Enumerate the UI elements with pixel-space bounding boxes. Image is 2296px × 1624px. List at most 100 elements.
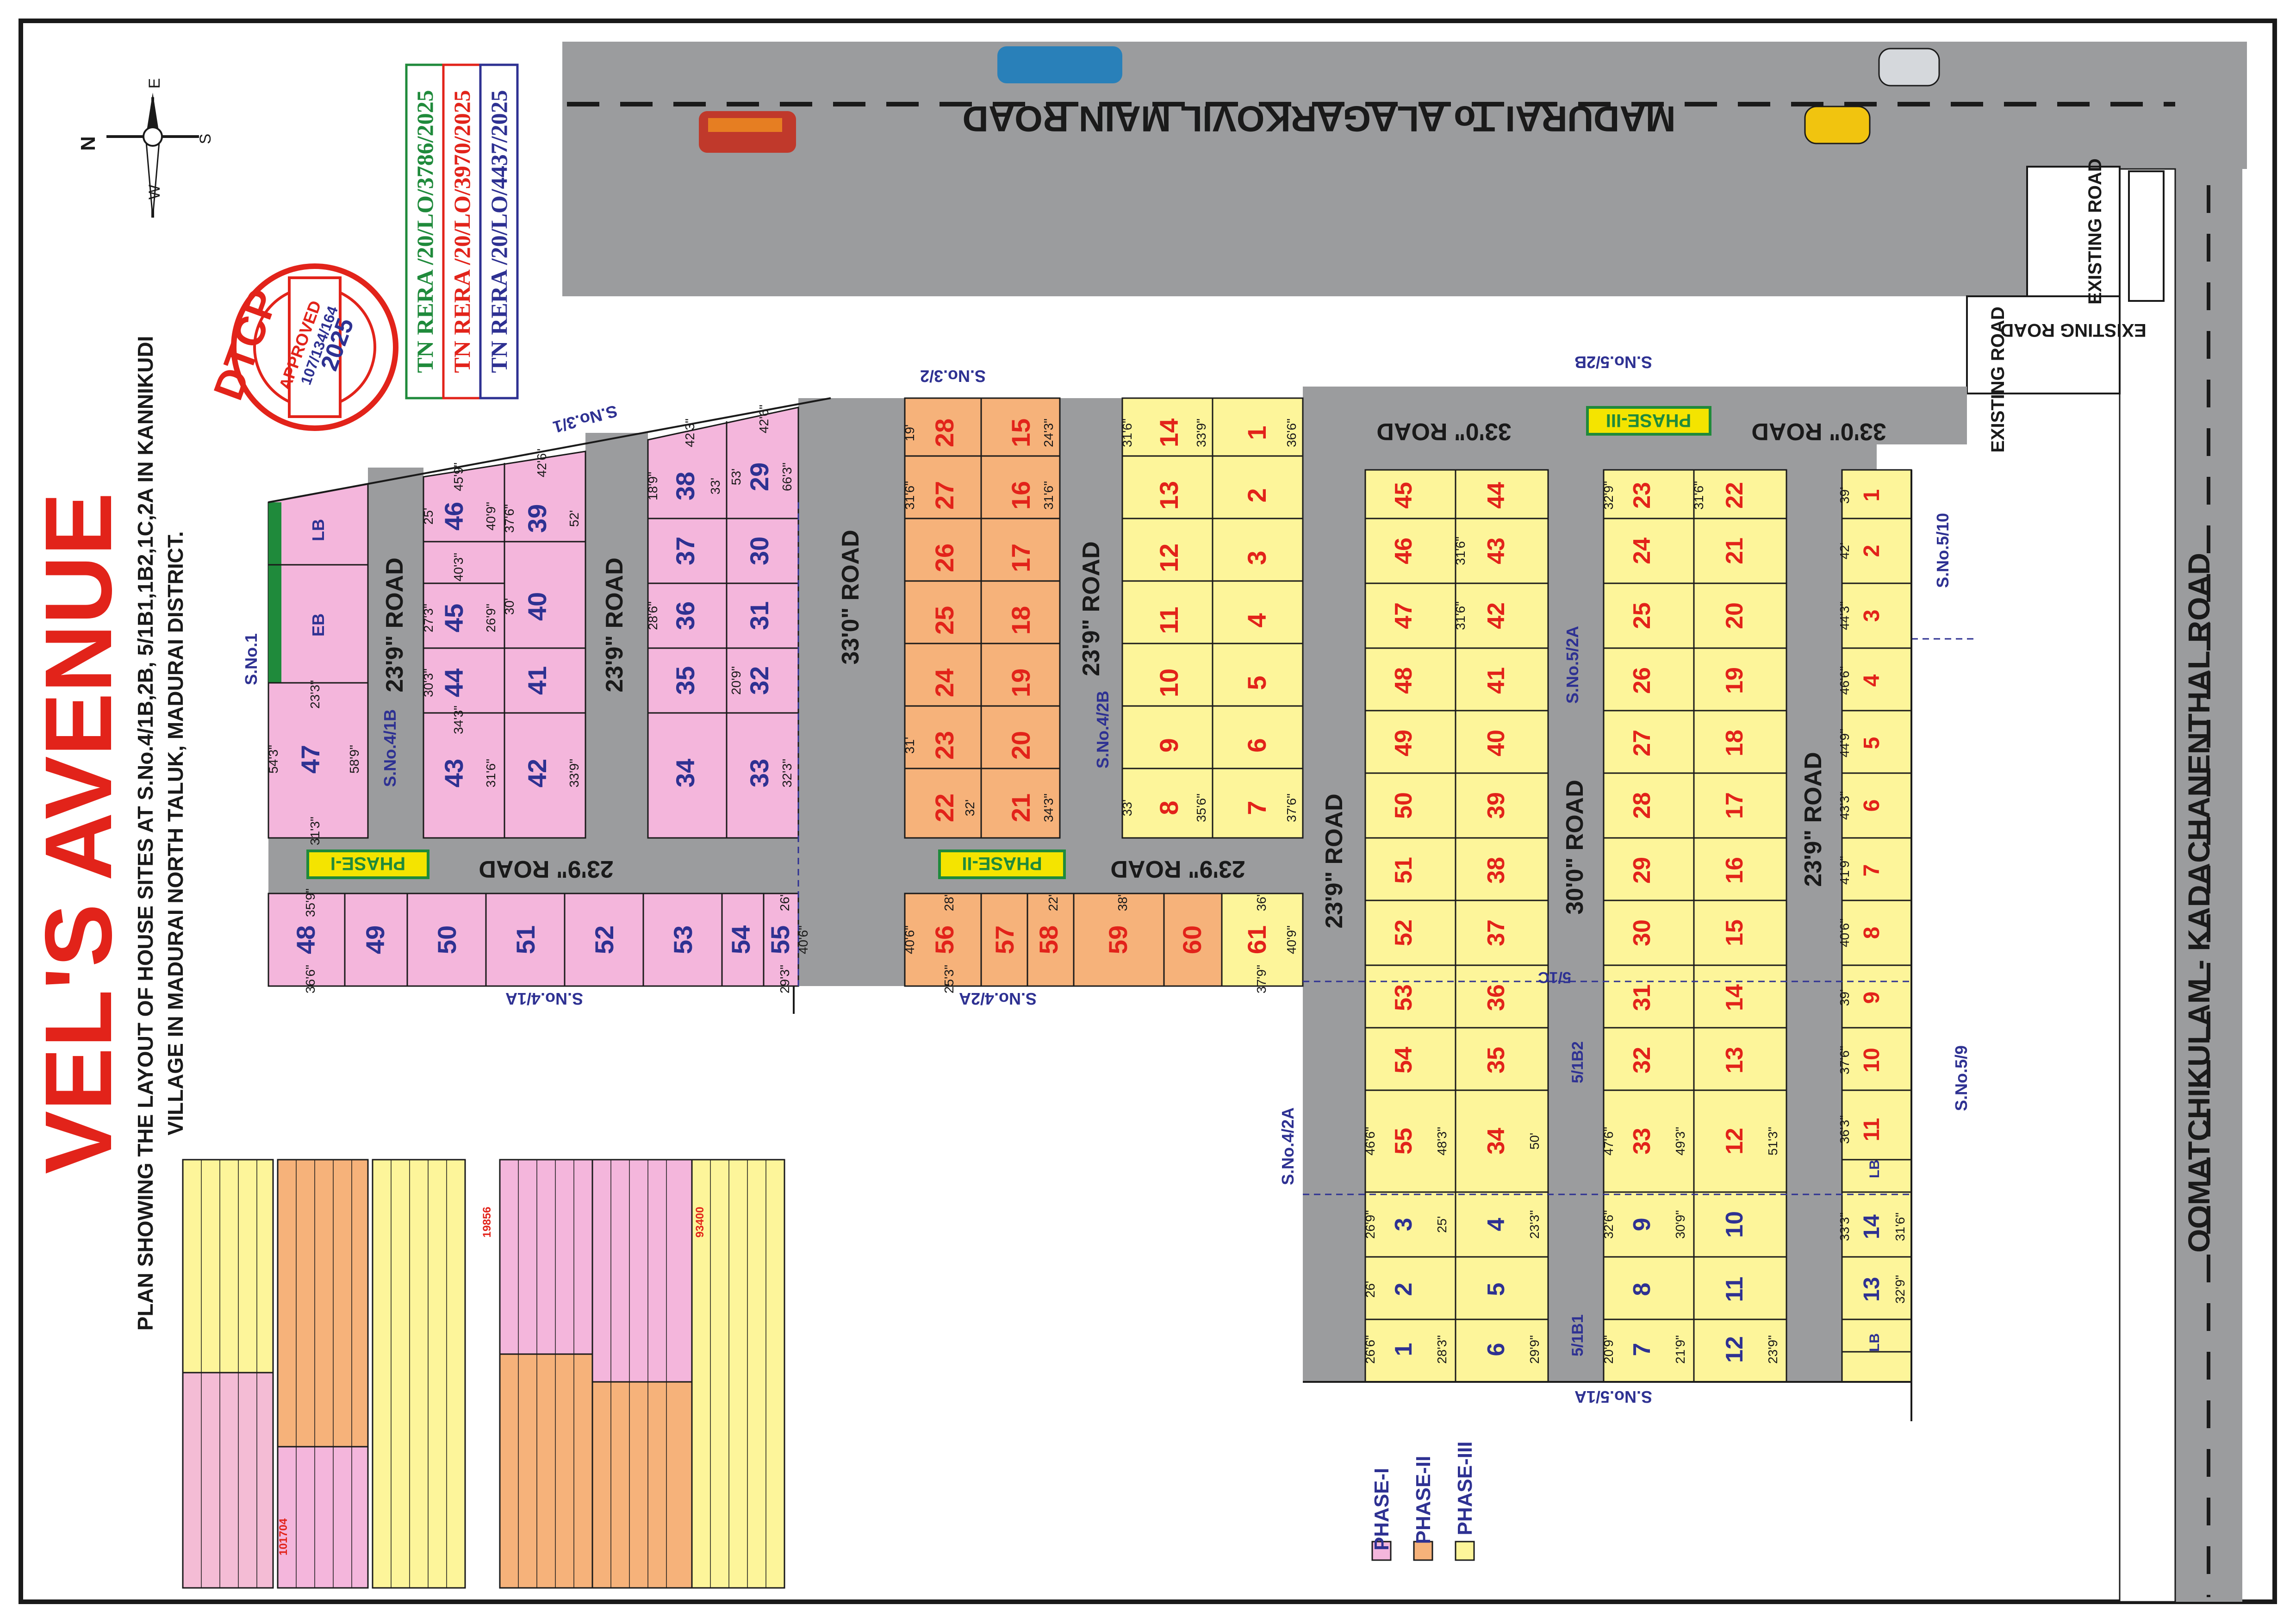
dim-c34a: 50' — [1527, 1133, 1542, 1150]
existing-road-label-2: EXISTING ROAD — [2000, 320, 2147, 340]
phase2-lines — [905, 398, 1223, 986]
dim-40a: 30' — [502, 598, 516, 615]
phase1-tag: PHASE-I — [330, 853, 405, 874]
dim-e7a: 41'9" — [1837, 856, 1852, 885]
dim-b61c: 37'9" — [1254, 965, 1269, 993]
plot-c6: 6 — [1242, 738, 1271, 752]
dim-29a: 53' — [729, 468, 743, 486]
dim-38c: 33' — [708, 478, 722, 495]
road-30-label-v: 30'0" ROAD — [1562, 780, 1588, 914]
plot-c61: 61 — [1242, 925, 1271, 954]
plot-d37: 37 — [1483, 919, 1510, 946]
dim-43a: 31'6" — [484, 759, 498, 787]
plot-59: 59 — [1103, 925, 1132, 954]
dim-46b: 25' — [421, 508, 436, 525]
plot-33: 33 — [745, 759, 774, 787]
road-239-horizontal — [268, 838, 1303, 893]
phase3-lines — [1122, 398, 1911, 1382]
legend-label-phase2: PHASE-II — [1412, 1456, 1435, 1544]
dim-47b: 58'9" — [347, 745, 361, 774]
plot-c13: 13 — [1154, 481, 1183, 510]
dim-r8a: 33' — [1120, 800, 1134, 817]
plot-46: 46 — [439, 502, 468, 531]
survey-s1b1: 5/1B1 — [1569, 1314, 1587, 1356]
plot-f7: 7 — [1860, 864, 1884, 877]
dim-47d: 31'3" — [308, 817, 322, 845]
road-239-label-6: 23'9" ROAD — [1321, 793, 1348, 928]
plot-e24: 24 — [1629, 537, 1655, 564]
road-239-v3 — [1060, 398, 1122, 838]
dim-b56c: 25'3" — [942, 965, 956, 993]
dim-46a: 45'9" — [451, 462, 466, 491]
plot-e12b: 12 — [1721, 1336, 1748, 1363]
plot-27: 27 — [930, 481, 959, 510]
plot-e33: 33 — [1629, 1128, 1655, 1155]
plot-d35: 35 — [1483, 1047, 1510, 1074]
plot-c5: 5 — [1242, 675, 1271, 690]
survey-s510: S.No.5/10 — [1933, 513, 1952, 588]
plot-19: 19 — [1006, 668, 1035, 697]
dim-c42a: 31'6" — [1453, 601, 1468, 630]
compass-s: S — [197, 134, 214, 144]
plot-e20: 20 — [1721, 602, 1748, 629]
plot-c4: 4 — [1242, 613, 1271, 627]
dimension-labels: 54'3" 58'9" 23'3" 31'3" 45'9" 25' 40'9" … — [266, 405, 1907, 1364]
plot-d45: 45 — [1390, 482, 1417, 509]
survey-s52a: S.No.5/2A — [1563, 626, 1582, 704]
plot-d36: 36 — [1483, 984, 1510, 1011]
compass-icon: N E S W — [77, 78, 214, 218]
car-icon-2 — [1804, 106, 1871, 144]
plot-20: 20 — [1006, 731, 1035, 760]
plot-c7: 7 — [1242, 800, 1271, 815]
plot-e30: 30 — [1629, 919, 1655, 946]
dim-e13a: 32'9" — [1893, 1275, 1907, 1304]
road-33-label-a: 33'0" ROAD — [1376, 418, 1511, 445]
dim-d22a: 31'6" — [1692, 481, 1706, 510]
existing-road-box — [2026, 166, 2121, 297]
survey-s1c: 5/1C — [1538, 968, 1571, 986]
plot-c9: 9 — [1154, 738, 1183, 752]
dim-q21a: 34'3" — [1041, 793, 1056, 822]
subtitle-line1: PLAN SHOWING THE LAYOUT OF HOUSE SITES A… — [133, 336, 157, 1331]
plot-17: 17 — [1006, 543, 1035, 572]
plot-55: 55 — [765, 925, 795, 954]
dim-q28a: 19' — [902, 425, 917, 442]
plot-51: 51 — [511, 925, 540, 954]
dim-38a: 18'9" — [646, 472, 660, 500]
lb-label-2: LB — [1867, 1160, 1882, 1178]
bus-icon-2 — [997, 46, 1122, 83]
road-33-label-b: 33'0" ROAD — [1751, 418, 1886, 445]
plot-15: 15 — [1006, 418, 1035, 447]
plot-d53: 53 — [1390, 984, 1417, 1011]
plot-c10: 10 — [1154, 668, 1183, 697]
plot-f14: 14 — [1860, 1214, 1884, 1239]
vehicle-icons — [699, 46, 1940, 153]
dim-e2a: 42' — [1837, 543, 1852, 560]
plot-d1: 1 — [1390, 1343, 1417, 1356]
lb-label: LB — [309, 519, 328, 541]
dim-33a: 32'3" — [780, 759, 794, 787]
plot-57: 57 — [990, 925, 1019, 954]
dim-b55b: 40'6" — [796, 925, 810, 954]
legend-label-phase1: PHASE-I — [1370, 1468, 1393, 1550]
plot-34: 34 — [671, 759, 700, 787]
dim-42a: 33'9" — [567, 759, 581, 787]
plot-47: 47 — [296, 745, 325, 774]
eb-label: EB — [309, 613, 328, 637]
plot-e32: 32 — [1629, 1047, 1655, 1074]
legend-swatch-phase2 — [1413, 1541, 1433, 1561]
plot-37: 37 — [671, 537, 700, 565]
plot-e16: 16 — [1721, 857, 1748, 884]
legend-label-phase3: PHASE-III — [1454, 1442, 1476, 1536]
dim-e1a: 39' — [1837, 487, 1852, 504]
plot-e15: 15 — [1721, 919, 1748, 946]
plot-e28: 28 — [1629, 792, 1655, 819]
dim-d33b: 49'3" — [1673, 1127, 1687, 1156]
plot-f2: 2 — [1860, 545, 1884, 557]
lb-label-3: LB — [1867, 1333, 1882, 1352]
dim-c55a: 46'6" — [1363, 1127, 1377, 1156]
plot-e11: 11 — [1721, 1277, 1748, 1302]
existing-road-box3 — [1966, 295, 2121, 394]
dim-e8a: 40'6" — [1837, 918, 1852, 947]
survey-s1b2: 5/1B2 — [1569, 1041, 1587, 1083]
